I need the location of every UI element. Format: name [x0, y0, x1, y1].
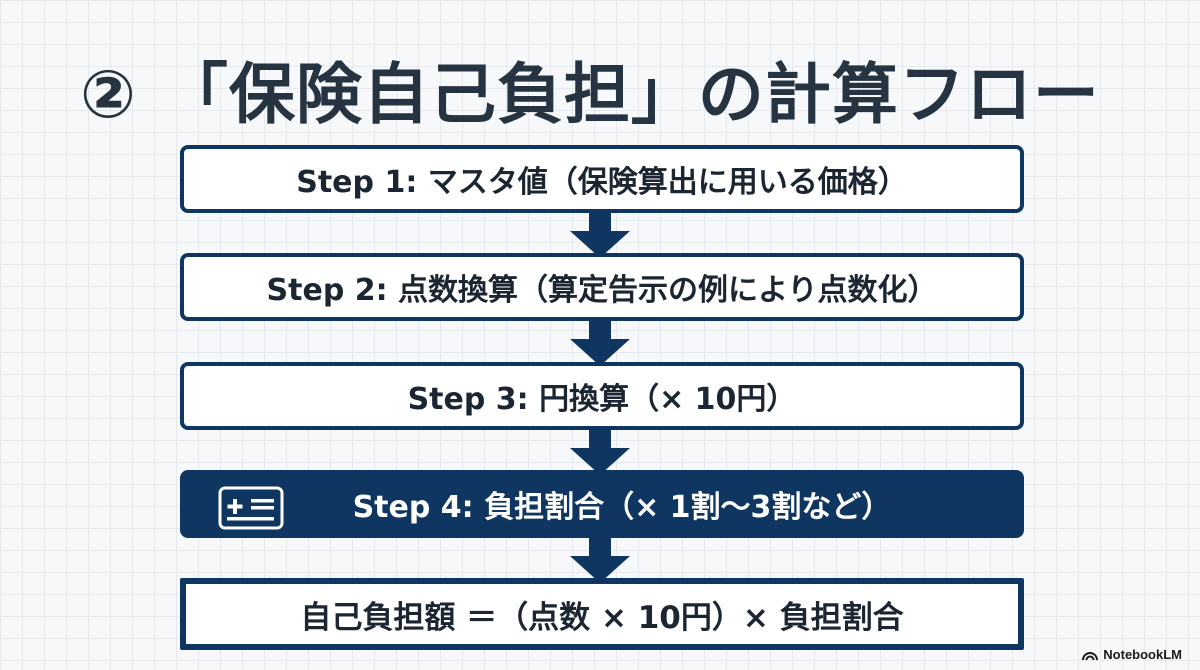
result-formula-box: 自己負担額 ＝（点数 × 10円）× 負担割合 — [180, 578, 1024, 650]
flow-step-2-label: Step 2: 点数換算（算定告示の例により点数化） — [266, 273, 938, 308]
insurance-card-icon — [218, 486, 284, 530]
title-text: 「保険自己負担」の計算フロー — [161, 56, 1100, 133]
down-arrow-icon — [570, 213, 630, 258]
flow-step-3-label: Step 3: 円換算（× 10円） — [407, 382, 797, 417]
down-arrow-icon — [570, 538, 630, 583]
down-arrow-icon — [570, 321, 630, 366]
flow-step-2: Step 2: 点数換算（算定告示の例により点数化） — [180, 253, 1024, 321]
notebooklm-logo-icon — [1082, 651, 1099, 660]
notebooklm-brand: NotebookLM — [1082, 647, 1182, 662]
flow-step-1: Step 1: マスタ値（保険算出に用いる価格） — [180, 145, 1024, 213]
flow-step-3: Step 3: 円換算（× 10円） — [180, 362, 1024, 430]
down-arrow-icon — [570, 430, 630, 475]
flow-step-4-label: Step 4: 負担割合（× 1割〜3割など） — [352, 490, 892, 525]
result-formula: 自己負担額 ＝（点数 × 10円）× 負担割合 — [300, 599, 904, 636]
page-title: ② 「保険自己負担」の計算フロー — [80, 40, 1100, 150]
flow-step-4: Step 4: 負担割合（× 1割〜3割など） — [180, 470, 1024, 538]
brand-name: NotebookLM — [1103, 647, 1182, 662]
title-number: ② — [80, 56, 136, 133]
flow-step-1-label: Step 1: マスタ値（保険算出に用いる価格） — [296, 165, 908, 200]
